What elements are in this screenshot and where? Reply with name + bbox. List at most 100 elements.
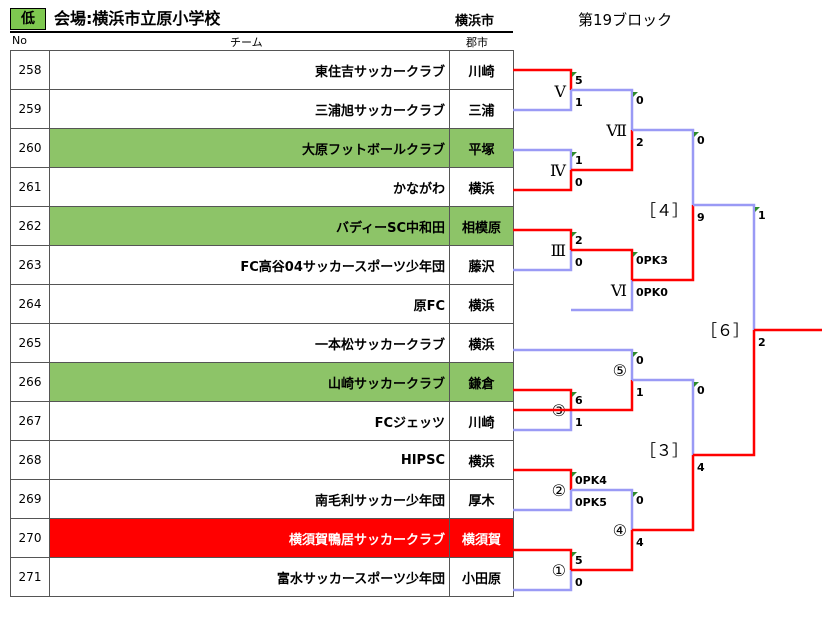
team-number: 258 <box>10 50 50 90</box>
corner-marker <box>572 232 577 237</box>
team-city: 厚木 <box>449 479 514 519</box>
team-name: 富水サッカースポーツ少年団 <box>49 557 450 597</box>
team-city: 川崎 <box>449 50 514 90</box>
bracket-line-lose <box>513 410 573 432</box>
match-label: ［４］ <box>640 201 688 220</box>
corner-marker <box>572 72 577 77</box>
match-label: Ⅴ <box>553 82 566 101</box>
bracket-line-lose <box>513 348 634 380</box>
column-header-no: No <box>12 34 27 47</box>
corner-marker <box>572 552 577 557</box>
bracket-line-win <box>693 330 756 457</box>
bracket-line-lose <box>513 148 573 170</box>
team-city: 横須賀 <box>449 518 514 558</box>
score-top: 1 <box>575 154 583 167</box>
score-bottom: 0 <box>575 256 583 269</box>
match-label: ① <box>552 561 566 580</box>
bracket-line-win <box>513 548 573 570</box>
score-top: 0 <box>697 384 705 397</box>
bracket-line-win <box>513 68 573 90</box>
block-title: 第19ブロック <box>578 11 673 29</box>
bracket-line-win <box>571 130 634 172</box>
score-bottom: 0 <box>575 176 583 189</box>
score-bottom: 0PK5 <box>575 496 607 509</box>
bracket-line-lose <box>513 570 573 592</box>
team-name: 横須賀鴨居サッカークラブ <box>49 518 450 558</box>
score-top: 0 <box>636 94 644 107</box>
score-top: 6 <box>575 394 583 407</box>
corner-marker <box>694 132 699 137</box>
match-label: ② <box>552 481 566 500</box>
bracket-line-lose <box>513 90 573 112</box>
score-bottom: 1 <box>575 416 583 429</box>
venue-title: 会場:横浜市立原小学校 <box>54 9 221 28</box>
corner-marker <box>633 92 638 97</box>
score-top: 0 <box>697 134 705 147</box>
bracket-line-lose <box>571 88 634 130</box>
match-label: Ⅵ <box>610 281 627 300</box>
match-label: ［６］ <box>701 321 749 340</box>
bracket-line-win <box>513 468 573 490</box>
match-label: Ⅶ <box>605 121 627 140</box>
team-city: 相模原 <box>449 206 514 246</box>
bracket-line-win <box>632 205 695 282</box>
team-number: 262 <box>10 206 50 246</box>
score-top: 0PK3 <box>636 254 668 267</box>
score-top: 0 <box>636 494 644 507</box>
team-number: 266 <box>10 362 50 402</box>
score-bottom: 4 <box>636 536 644 549</box>
team-name: かながわ <box>49 167 450 207</box>
corner-marker <box>572 472 577 477</box>
team-name: 南毛利サッカー少年団 <box>49 479 450 519</box>
score-bottom: 2 <box>758 336 766 349</box>
score-bottom: 9 <box>697 211 705 224</box>
bracket-line-win <box>571 530 634 572</box>
bracket-line-lose <box>513 250 573 272</box>
bracket-line-win <box>632 455 695 532</box>
team-name: FCジェッツ <box>49 401 450 441</box>
match-label: Ⅳ <box>550 161 567 180</box>
corner-marker <box>755 207 760 212</box>
bracket-line-lose <box>571 280 634 312</box>
team-city: 平塚 <box>449 128 514 168</box>
score-bottom: 0PK0 <box>636 286 668 299</box>
match-label: Ⅲ <box>551 241 566 260</box>
score-top: 0 <box>636 354 644 367</box>
corner-marker <box>633 352 638 357</box>
bracket-line-win <box>571 248 634 280</box>
bracket-line-win <box>513 388 573 410</box>
score-bottom: 1 <box>575 96 583 109</box>
team-number: 260 <box>10 128 50 168</box>
team-number: 264 <box>10 284 50 324</box>
bracket-line-win <box>513 380 634 412</box>
score-bottom: 2 <box>636 136 644 149</box>
bracket-line-lose <box>513 490 573 512</box>
team-number: 261 <box>10 167 50 207</box>
column-header-city: 郡市 <box>466 36 488 49</box>
match-label: ［３］ <box>640 441 688 460</box>
category-badge: 低 <box>10 8 46 30</box>
bracket-line-lose <box>632 378 695 455</box>
team-city: 横浜 <box>449 323 514 363</box>
score-bottom: 0 <box>575 576 583 589</box>
column-header-team: チーム <box>230 36 263 49</box>
team-name: FC高谷04サッカースポーツ少年団 <box>49 245 450 285</box>
team-city: 川崎 <box>449 401 514 441</box>
match-label: ④ <box>613 521 627 540</box>
score-top: 5 <box>575 74 583 87</box>
header-divider <box>10 31 513 33</box>
team-name: 大原フットボールクラブ <box>49 128 450 168</box>
